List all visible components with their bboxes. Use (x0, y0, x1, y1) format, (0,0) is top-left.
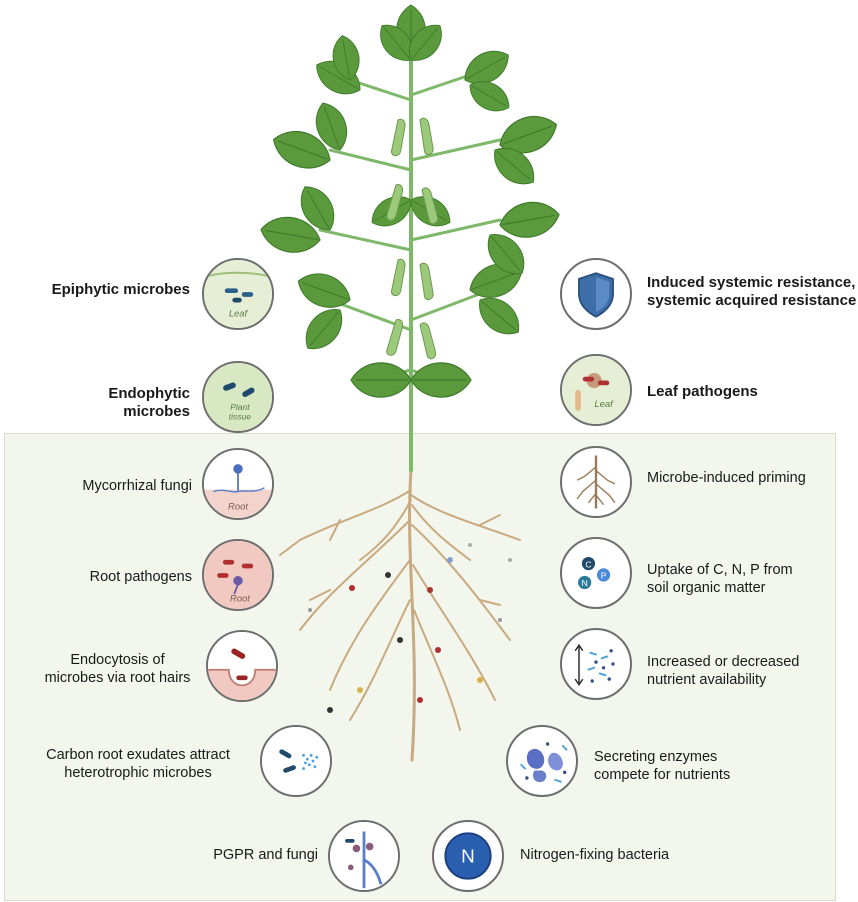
systemic-resistance-icon (560, 258, 632, 330)
label-carbon-line-2: heterotrophic microbes (64, 765, 212, 781)
icon-nitrogen-text: N (461, 847, 475, 868)
icon-c-text: C (585, 559, 591, 569)
label-uptake-line-1: Uptake of C, N, P from (647, 562, 793, 578)
label-nutrient-availability: Increased or decreased nutrient availabi… (647, 653, 847, 689)
label-epiphytic-microbes: Epiphytic microbes (51, 281, 190, 298)
endophytic-microbes-icon: Plant tissue (202, 361, 274, 433)
leaf-pathogens-icon: Leaf (560, 354, 632, 426)
label-nitrogen-fixing-bacteria: Nitrogen-fixing bacteria (520, 847, 670, 863)
root-system (279, 468, 521, 762)
label-endocytosis: Endocytosis of microbes via root hairs (30, 651, 205, 687)
label-nutrient-line-2: nutrient availability (647, 672, 767, 688)
label-mycorrhizal-fungi: Mycorrhizal fungi (82, 478, 192, 494)
label-carbon-line-1: Carbon root exudates attract (46, 747, 230, 763)
label-endophytic-microbes: Endophytic microbes (108, 385, 190, 420)
label-pgpr-and-fungi: PGPR and fungi (213, 847, 318, 863)
microbe-induced-priming-icon (560, 446, 632, 518)
soil-zone-panel (4, 433, 836, 901)
label-carbon-root-exudates: Carbon root exudates attract heterotroph… (22, 746, 254, 782)
root-microbes (308, 543, 512, 713)
epiphytic-microbes-icon: Leaf (202, 258, 274, 330)
icon-tissue-text: tissue (229, 412, 251, 422)
nutrient-availability-icon (560, 628, 632, 700)
root-pathogens-icon: Root (202, 539, 274, 611)
label-microbe-induced-priming: Microbe-induced priming (647, 470, 806, 486)
plant-stem (318, 48, 502, 472)
carbon-exudates-icon (260, 725, 332, 797)
icon-root-text-1: Root (228, 502, 248, 513)
label-endocytosis-line-2: microbes via root hairs (44, 670, 191, 686)
label-enzymes-line-1: Secreting enzymes (594, 749, 718, 765)
label-uptake-cnp: Uptake of C, N, P from soil organic matt… (647, 561, 847, 597)
label-uptake-line-2: soil organic matter (647, 580, 766, 596)
nitrogen-fixing-icon: N (432, 820, 504, 892)
label-isr-line-2: systemic acquired resistance (647, 292, 857, 309)
label-leaf-pathogens: Leaf pathogens (647, 383, 758, 400)
label-induced-systemic-resistance: Induced systemic resistance, systemic ac… (647, 274, 857, 310)
label-root-pathogens: Root pathogens (89, 569, 192, 585)
endocytosis-icon (206, 630, 278, 702)
label-secreting-enzymes: Secreting enzymes compete for nutrients (594, 748, 794, 784)
icon-plant-text: Plant (230, 402, 250, 412)
label-endocytosis-line-1: Endocytosis of (70, 652, 165, 668)
icon-leaf-text-2: Leaf (594, 399, 614, 410)
icon-root-text-2: Root (230, 593, 250, 604)
icon-n-text: N (582, 578, 588, 588)
label-nutrient-line-1: Increased or decreased (647, 654, 800, 670)
mycorrhizal-fungi-icon: Root (202, 448, 274, 520)
label-enzymes-line-2: compete for nutrients (594, 767, 731, 783)
icon-leaf-text: Leaf (229, 309, 249, 320)
label-isr-line-1: Induced systemic resistance, (647, 274, 856, 291)
icon-p-text: P (601, 571, 607, 581)
pgpr-fungi-icon (328, 820, 400, 892)
secreting-enzymes-icon (506, 725, 578, 797)
nutrient-uptake-icon: C N P (560, 537, 632, 609)
